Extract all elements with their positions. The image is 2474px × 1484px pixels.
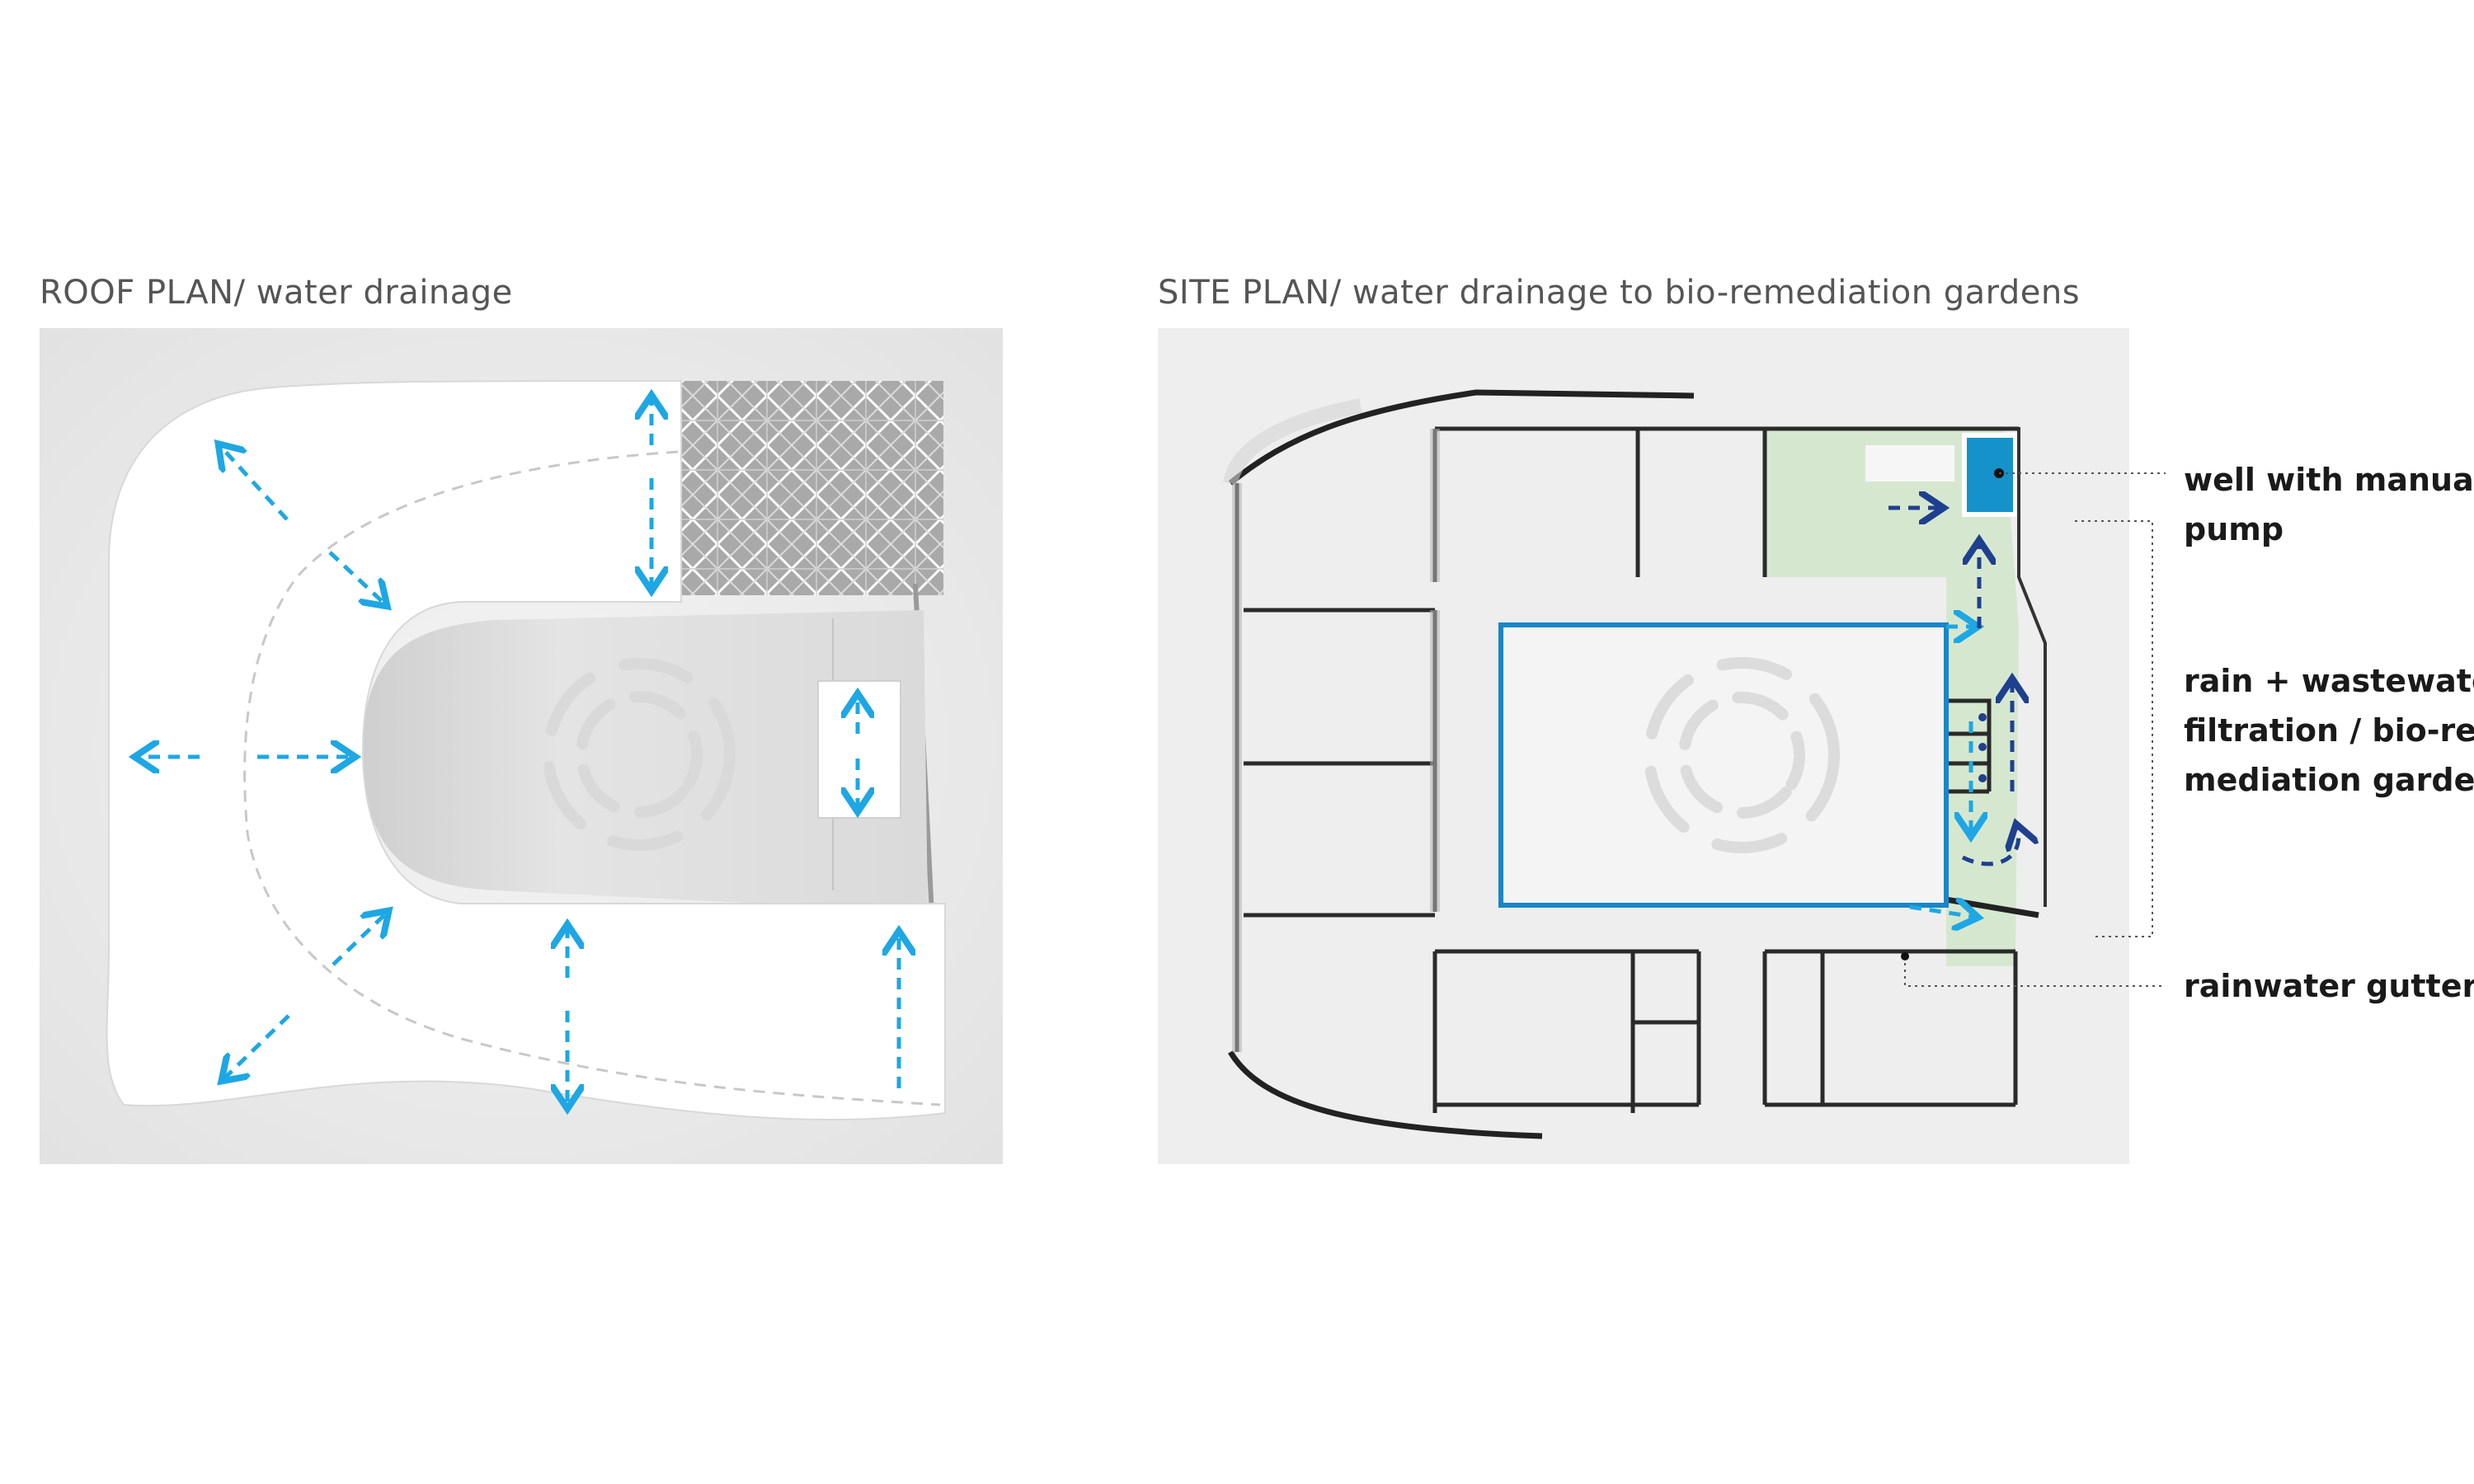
south-curved-wall bbox=[1227, 1050, 1543, 1139]
site-circle-arcs bbox=[1644, 657, 1840, 853]
lattice-canopy bbox=[681, 381, 943, 595]
leader-lines bbox=[1904, 472, 2166, 987]
label-line: pump bbox=[2184, 511, 2284, 547]
label-line: well with manual bbox=[2184, 462, 2474, 498]
site-plan-title: SITE PLAN/ water drainage to bio-remedia… bbox=[1158, 274, 2081, 312]
label-filtration-garden: rain + wastewater filtration / bio-re- m… bbox=[2184, 656, 2474, 805]
skylight-box bbox=[817, 680, 901, 819]
label-line: rainwater gutter bbox=[2184, 968, 2474, 1004]
roof-ridge-line bbox=[243, 450, 941, 1106]
site-courtyard bbox=[1498, 622, 1949, 908]
roof-courtyard bbox=[363, 610, 928, 912]
site-dark-arrows bbox=[1888, 508, 2019, 866]
label-well-with-pump: well with manual pump bbox=[2184, 455, 2474, 554]
roof-plan bbox=[40, 328, 1003, 1164]
label-rainwater-gutter: rainwater gutter bbox=[2184, 961, 2474, 1011]
roof-surface bbox=[106, 379, 946, 1121]
site-light-arrows bbox=[1909, 627, 1974, 917]
label-line: rain + wastewater bbox=[2184, 663, 2474, 699]
roof-plan-title: ROOF PLAN/ water drainage bbox=[40, 274, 513, 312]
roof-circle-arcs bbox=[543, 658, 736, 851]
north-curved-wall bbox=[1228, 389, 1695, 486]
well-with-pump bbox=[1962, 433, 2018, 517]
roof-drainage-arrows bbox=[139, 399, 899, 1105]
label-line: filtration / bio-re- bbox=[2184, 712, 2474, 749]
site-plan bbox=[1158, 328, 2166, 1164]
label-line: mediation garden bbox=[2184, 762, 2474, 798]
